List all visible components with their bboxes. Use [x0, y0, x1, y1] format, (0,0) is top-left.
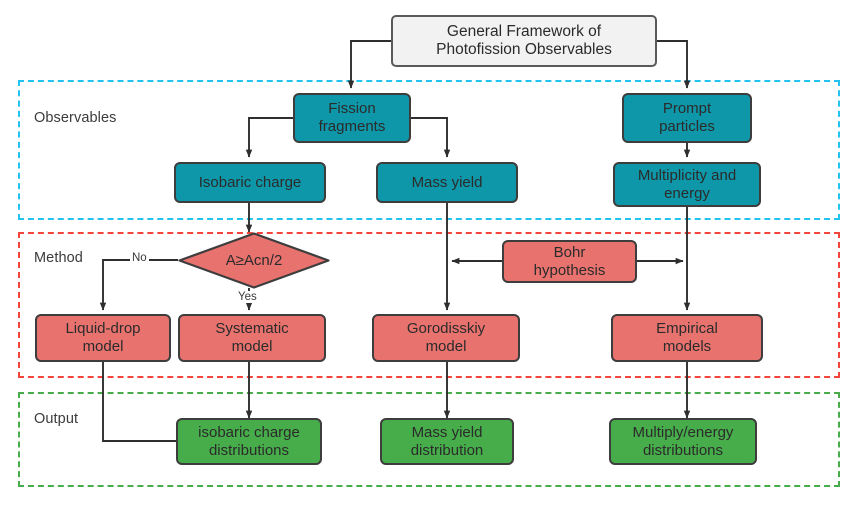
- node-liquid-drop-model[interactable]: Liquid-drop model: [35, 314, 171, 362]
- node-isobaric-charge-distributions[interactable]: isobaric charge distributions: [176, 418, 322, 465]
- node-bohr-hypothesis[interactable]: Bohr hypothesis: [502, 240, 637, 283]
- edge-label-yes: Yes: [236, 291, 259, 303]
- node-prompt-particles[interactable]: Prompt particles: [622, 93, 752, 143]
- node-mass-yield-distribution[interactable]: Mass yield distribution: [380, 418, 514, 465]
- region-method: [18, 232, 840, 378]
- node-isobaric-charge[interactable]: Isobaric charge: [174, 162, 326, 203]
- diamond-shape: [178, 232, 330, 289]
- node-multiply-energy-distributions[interactable]: Multiply/energy distributions: [609, 418, 757, 465]
- node-systematic-model[interactable]: Systematic model: [178, 314, 326, 362]
- node-general-framework[interactable]: General Framework of Photofission Observ…: [391, 15, 657, 67]
- node-gorodisskiy-model[interactable]: Gorodisskiy model: [372, 314, 520, 362]
- node-mass-yield[interactable]: Mass yield: [376, 162, 518, 203]
- node-empirical-models[interactable]: Empirical models: [611, 314, 763, 362]
- region-label-method: Method: [34, 250, 83, 266]
- node-decision-a-ge-acn-2[interactable]: A≥Acn/2: [178, 232, 330, 289]
- region-label-output: Output: [34, 411, 79, 427]
- node-fission-fragments[interactable]: Fission fragments: [293, 93, 411, 143]
- region-label-observables: Observables: [34, 110, 117, 126]
- edge-label-no: No: [130, 252, 149, 264]
- node-multiplicity-and-energy[interactable]: Multiplicity and energy: [613, 162, 761, 207]
- region-observables: [18, 80, 840, 220]
- region-output: [18, 392, 840, 487]
